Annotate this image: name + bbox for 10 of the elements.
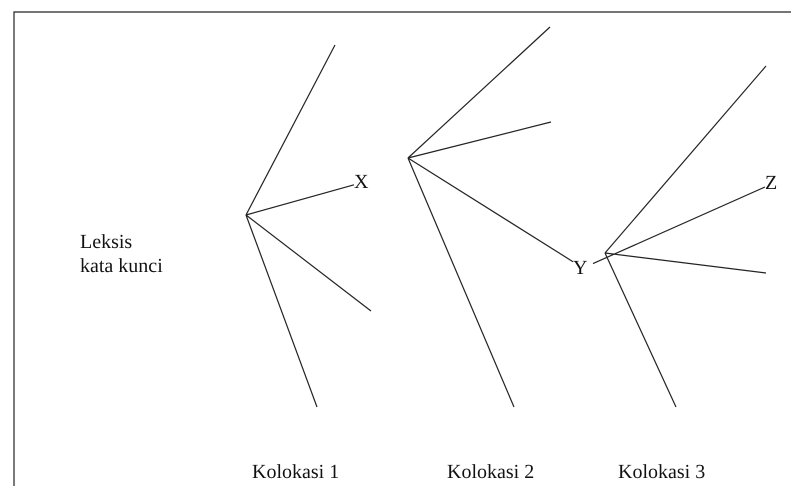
column-label: Kolokasi 2 — [447, 460, 534, 484]
caption-text: Leksis kata kunci — [80, 230, 164, 278]
column-label: Kolokasi 1 — [252, 460, 340, 484]
branch-line — [246, 184, 354, 216]
node-letter: X — [354, 170, 368, 194]
branch-line — [408, 158, 574, 262]
node-letter: Y — [573, 256, 588, 280]
node-letter: Z — [765, 171, 778, 195]
column-label: Kolokasi 3 — [618, 460, 706, 484]
branch-line — [592, 186, 766, 264]
